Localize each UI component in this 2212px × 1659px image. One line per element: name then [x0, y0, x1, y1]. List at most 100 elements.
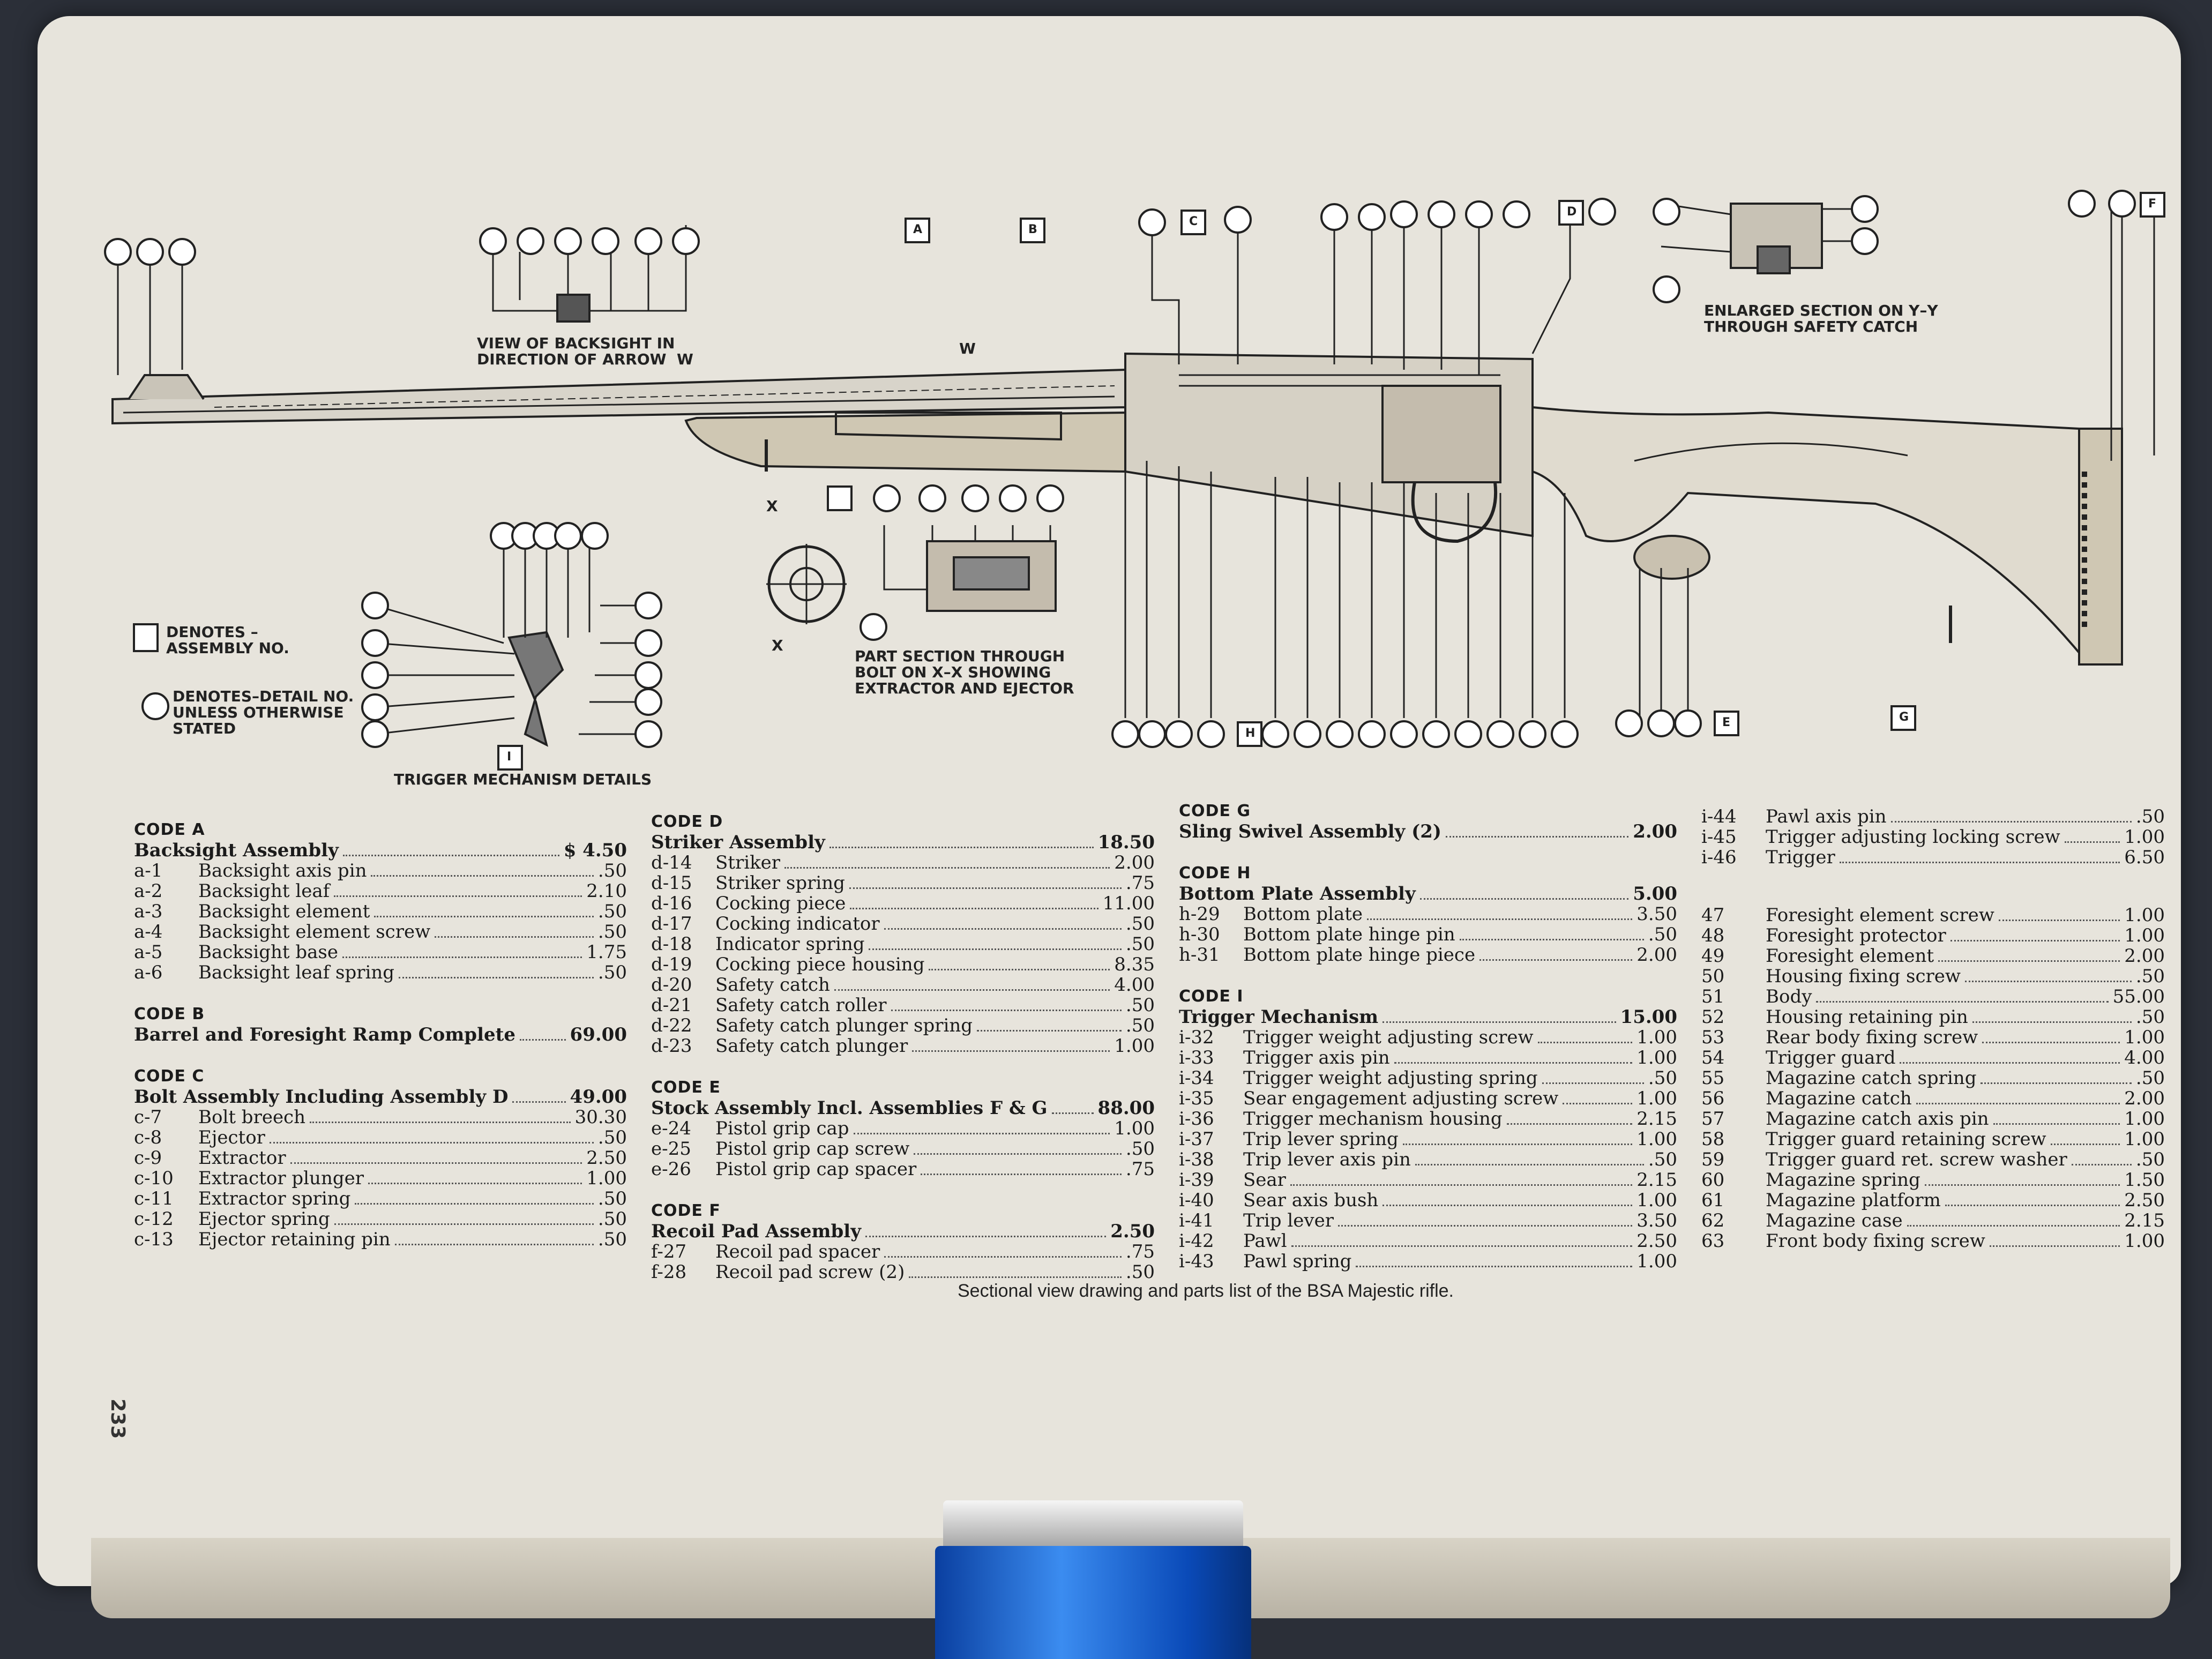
leader-dots [1402, 1144, 1633, 1145]
part-name: Pawl spring [1243, 1251, 1352, 1272]
marker-h: H [1245, 727, 1256, 740]
part-price: .50 [1125, 995, 1155, 1016]
leader-dots [1290, 1184, 1633, 1186]
leader-dots [977, 1030, 1122, 1032]
part-price: 2.00 [2124, 1088, 2165, 1109]
leader-dots [1542, 1082, 1644, 1084]
leader-dots [269, 1142, 594, 1144]
leader-dots [290, 1162, 582, 1164]
leader-dots [342, 956, 582, 958]
leader-dots [1291, 1245, 1633, 1247]
part-number: i-41 [1179, 1210, 1214, 1231]
leader-dots [310, 1122, 571, 1123]
part-price: .50 [2135, 1067, 2165, 1089]
marker-d: D [1567, 205, 1577, 219]
part-price: 15.00 [1620, 1006, 1677, 1028]
part-name: Backsight base [198, 941, 338, 963]
part-name: Sear [1243, 1169, 1286, 1191]
part-number: c-10 [134, 1168, 174, 1189]
part-name: Trip lever axis pin [1243, 1149, 1411, 1170]
part-price: 2.00 [1633, 821, 1677, 842]
bookmark-clip [935, 1546, 1251, 1659]
part-name: Extractor spring [198, 1188, 351, 1209]
part-price: .50 [597, 860, 627, 881]
leader-dots [921, 1174, 1122, 1175]
part-number: d-17 [651, 913, 692, 935]
code-heading: CODE H [1179, 864, 1251, 883]
leader-dots [1998, 920, 2120, 921]
part-name: Safety catch roller [715, 995, 887, 1016]
part-name: Recoil pad screw (2) [715, 1261, 905, 1283]
leader-dots [1890, 821, 2132, 823]
marker-g: G [1899, 711, 1909, 724]
part-name: Ejector [198, 1127, 265, 1148]
part-number: 58 [1701, 1129, 1725, 1150]
leader-dots [342, 855, 559, 856]
part-price: 2.15 [1636, 1108, 1677, 1130]
part-price: 3.50 [1636, 1210, 1677, 1231]
book-page [38, 16, 2181, 1586]
part-number: 55 [1701, 1067, 1725, 1089]
part-price: 2.15 [2124, 1210, 2165, 1231]
part-name: Cocking indicator [715, 913, 880, 935]
part-price: 1.00 [1636, 1251, 1677, 1272]
part-price: 2.00 [2124, 945, 2165, 967]
part-number: d-21 [651, 995, 692, 1016]
figure-caption: Sectional view drawing and parts list of… [958, 1281, 1454, 1301]
part-name: Safety catch plunger spring [715, 1015, 973, 1036]
part-name: Trip lever [1243, 1210, 1334, 1231]
part-number: 48 [1701, 925, 1725, 946]
part-number: c-12 [134, 1208, 174, 1230]
leader-dots [512, 1101, 566, 1103]
leader-dots [1563, 1103, 1633, 1104]
part-name: Magazine case [1766, 1210, 1903, 1231]
part-price: .50 [597, 962, 627, 983]
part-name: Bolt breech [198, 1107, 305, 1128]
part-name: Front body fixing screw [1766, 1230, 1985, 1252]
part-name: Trigger adjusting locking screw [1766, 826, 2060, 848]
leader-dots [1972, 1021, 2132, 1023]
leader-dots [1982, 1042, 2120, 1043]
part-price: .75 [1125, 1159, 1155, 1180]
part-number: a-5 [134, 941, 163, 963]
part-price: .50 [597, 1188, 627, 1209]
part-name: Stock Assembly Incl. Assemblies F & G [651, 1097, 1048, 1119]
marker-e: E [1722, 716, 1731, 729]
leader-dots [869, 948, 1122, 950]
leader-dots [1816, 1001, 2109, 1003]
leader-dots [1382, 1021, 1616, 1023]
part-name: Cocking piece [715, 893, 846, 914]
part-number: i-39 [1179, 1169, 1214, 1191]
part-price: .50 [1648, 1067, 1677, 1089]
part-number: d-14 [651, 852, 692, 873]
code-heading: CODE B [134, 1005, 205, 1023]
part-name: Pistol grip cap spacer [715, 1159, 917, 1180]
part-name: Magazine catch spring [1766, 1067, 1977, 1089]
leader-dots [1356, 1266, 1633, 1267]
part-number: a-6 [134, 962, 163, 983]
part-number: 59 [1701, 1149, 1725, 1170]
part-name: Trigger [1766, 847, 1835, 868]
part-name: Magazine catch axis pin [1766, 1108, 1989, 1130]
part-price: 5.00 [1633, 883, 1677, 905]
leader-dots [2071, 1164, 2132, 1165]
part-section-label: PART SECTION THROUGH BOLT ON X–X SHOWING… [855, 647, 1074, 697]
